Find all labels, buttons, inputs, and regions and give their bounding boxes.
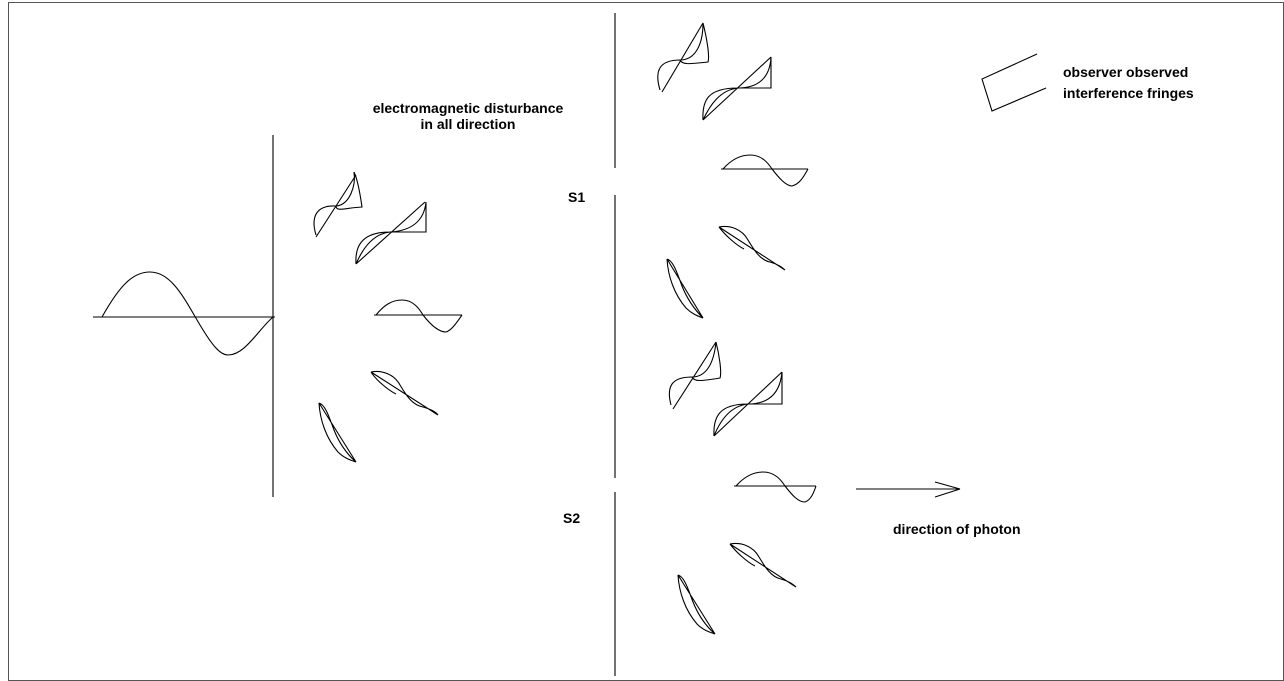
observer-label: observer observed interference fringes: [1063, 62, 1194, 104]
wavelet-group-left: [313, 171, 463, 463]
wavelet-group-bottom: [677, 471, 817, 635]
source-wave: [101, 271, 274, 356]
wavelet-group-upper: [657, 22, 809, 319]
wavelet: [666, 258, 704, 319]
direction-arrow: [856, 481, 961, 498]
wavelet: [370, 370, 439, 416]
wavelet: [677, 574, 716, 635]
observer-label-line1: observer observed: [1063, 64, 1189, 80]
wavelet: [657, 22, 710, 93]
wavelet: [713, 371, 783, 437]
observer-detector: [981, 53, 1047, 112]
slit-s1-label: S1: [568, 189, 586, 205]
wavelet: [313, 171, 363, 238]
diagram-frame: [8, 2, 1284, 681]
observer-label-line2: interference fringes: [1063, 85, 1194, 101]
wavelet: [734, 471, 817, 503]
wavelet: [718, 225, 786, 271]
wavelet: [355, 201, 427, 265]
wavelet: [702, 56, 772, 121]
em-disturbance-label-line1: electromagnetic disturbance: [372, 100, 564, 116]
photon-direction-label: direction of photon: [893, 521, 1021, 537]
wavelet: [721, 154, 809, 187]
wavelet: [668, 341, 722, 410]
wavelet: [729, 542, 797, 588]
wavelet: [318, 402, 357, 463]
em-disturbance-label-line2: in all direction: [420, 116, 516, 132]
wavelet: [374, 299, 463, 333]
wavelet-group-lower: [668, 341, 783, 437]
em-disturbance-label: electromagnetic disturbance in all direc…: [343, 100, 593, 132]
slit-s2-label: S2: [563, 510, 581, 526]
